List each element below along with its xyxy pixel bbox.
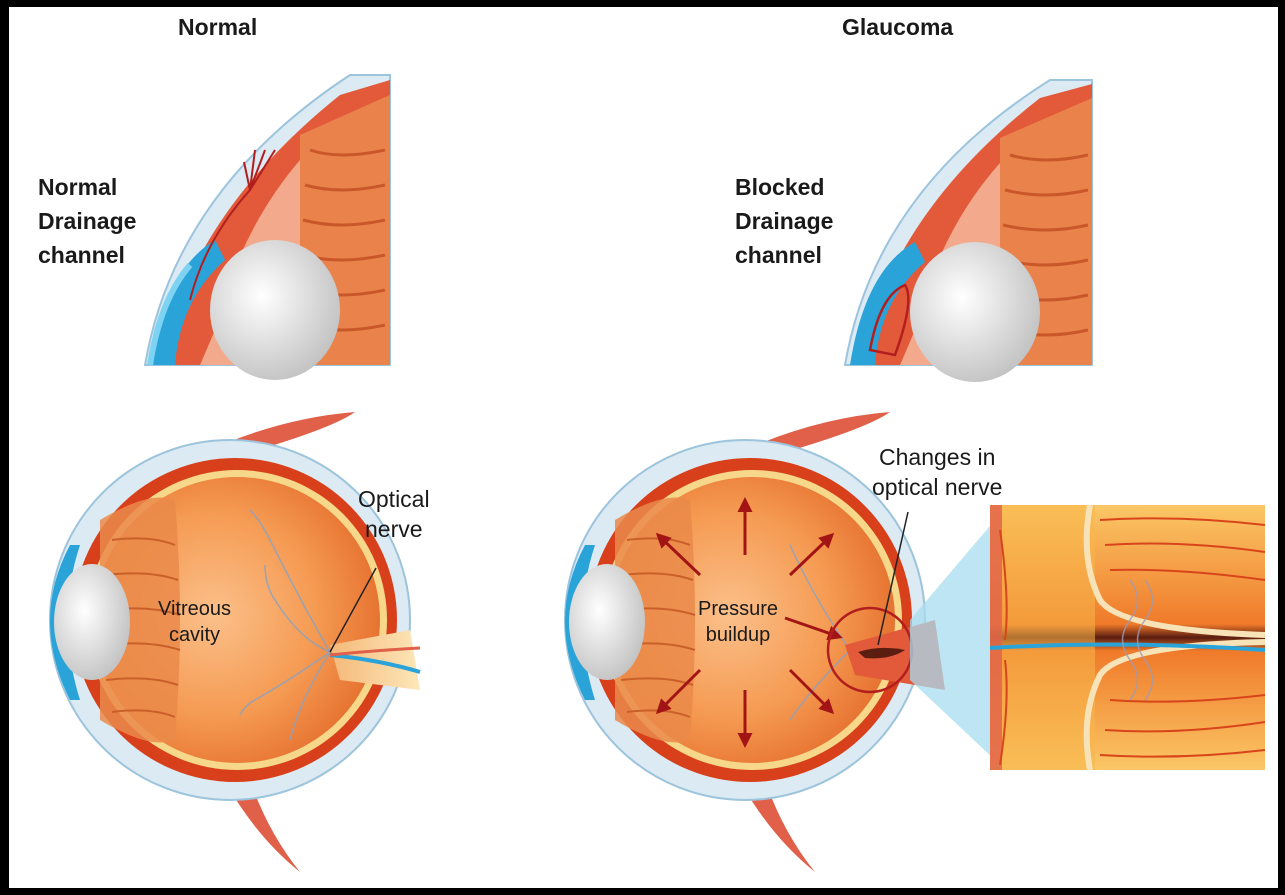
changes-optical-nerve-line-1: Changes in <box>872 442 1002 472</box>
optical-nerve-label: Optical nerve <box>358 484 430 544</box>
normal-drainage-closeup <box>145 75 390 380</box>
optical-nerve-line-1: Optical <box>358 484 430 514</box>
optical-nerve-line-2: nerve <box>358 514 430 544</box>
blocked-drainage-line-2: Drainage <box>735 204 833 238</box>
vitreous-cavity-line-2: cavity <box>158 622 231 648</box>
normal-heading: Normal <box>178 14 257 41</box>
vitreous-cavity-line-1: Vitreous <box>158 596 231 622</box>
normal-drainage-line-1: Normal <box>38 170 136 204</box>
blocked-drainage-line-1: Blocked <box>735 170 833 204</box>
vitreous-cavity-label: Vitreous cavity <box>158 596 231 648</box>
optic-nerve-magnified <box>990 505 1265 770</box>
normal-drainage-label: Normal Drainage channel <box>38 170 136 272</box>
blocked-drainage-label: Blocked Drainage channel <box>735 170 833 272</box>
blocked-drainage-closeup <box>845 80 1092 382</box>
normal-eye <box>50 412 420 872</box>
normal-drainage-line-3: channel <box>38 238 136 272</box>
changes-optical-nerve-label: Changes in optical nerve <box>872 442 1002 502</box>
glaucoma-heading: Glaucoma <box>842 14 953 41</box>
pressure-buildup-label: Pressure buildup <box>698 596 778 648</box>
pressure-buildup-line-1: Pressure <box>698 596 778 622</box>
blocked-drainage-line-3: channel <box>735 238 833 272</box>
normal-drainage-line-2: Drainage <box>38 204 136 238</box>
pressure-buildup-line-2: buildup <box>698 622 778 648</box>
changes-optical-nerve-line-2: optical nerve <box>872 472 1002 502</box>
